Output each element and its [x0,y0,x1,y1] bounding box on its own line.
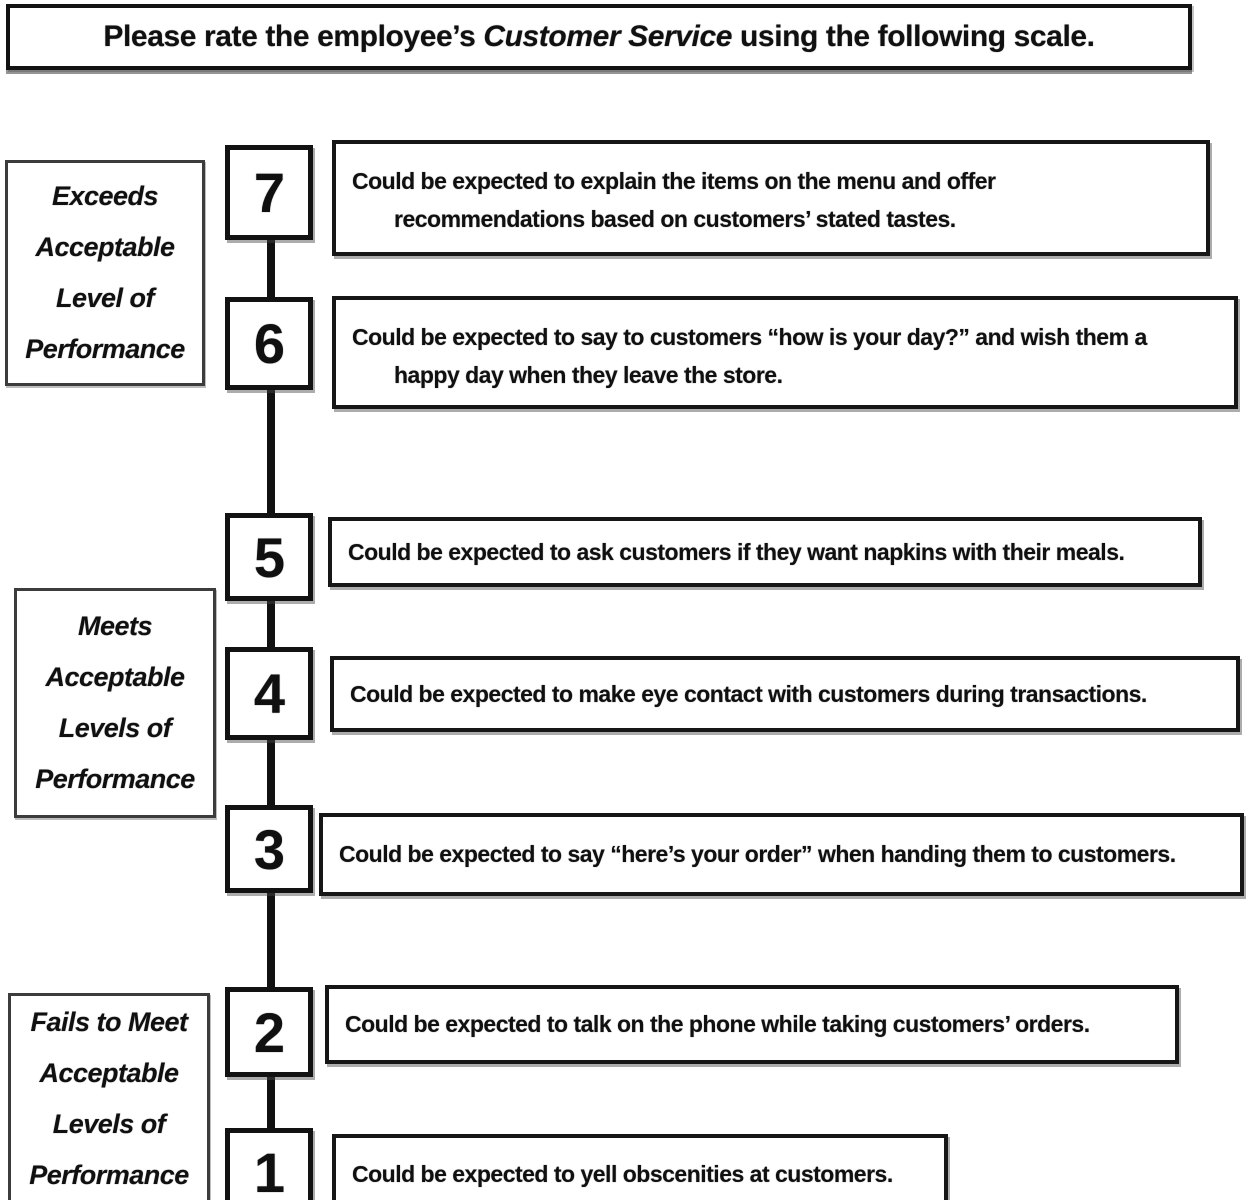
scale-level-box-1: 1 [225,1128,313,1200]
scale-level-box-4: 4 [225,647,313,740]
instruction-emphasis: Customer Service [483,20,733,53]
behavior-anchor-5: Could be expected to ask customers if th… [328,517,1202,587]
scale-level-box-3: 3 [225,805,313,893]
behavior-anchor-6: Could be expected to say to customers “h… [332,296,1238,409]
category-label-exceeds: Exceeds Acceptable Level of Performance [5,160,205,386]
scale-level-box-2: 2 [225,987,313,1077]
behavior-anchor-2: Could be expected to talk on the phone w… [325,985,1179,1064]
category-label-fails: Fails to Meet Acceptable Levels of Perfo… [8,993,210,1200]
instruction-banner: Please rate the employee’s Customer Serv… [6,4,1192,70]
scale-level-box-5: 5 [225,513,313,601]
instruction-suffix: using the following scale. [732,20,1095,53]
behavior-anchor-1: Could be expected to yell obscenities at… [332,1134,948,1200]
scale-level-box-6: 6 [225,297,313,390]
category-label-meets: Meets Acceptable Levels of Performance [14,588,216,818]
instruction-text: Please rate the employee’s Customer Serv… [103,20,1095,54]
scale-level-box-7: 7 [225,145,313,240]
behavior-anchor-4: Could be expected to make eye contact wi… [330,656,1240,732]
behavior-anchor-7: Could be expected to explain the items o… [332,140,1210,256]
behavior-anchor-3: Could be expected to say “here’s your or… [319,813,1244,896]
instruction-prefix: Please rate the employee’s [103,20,484,53]
